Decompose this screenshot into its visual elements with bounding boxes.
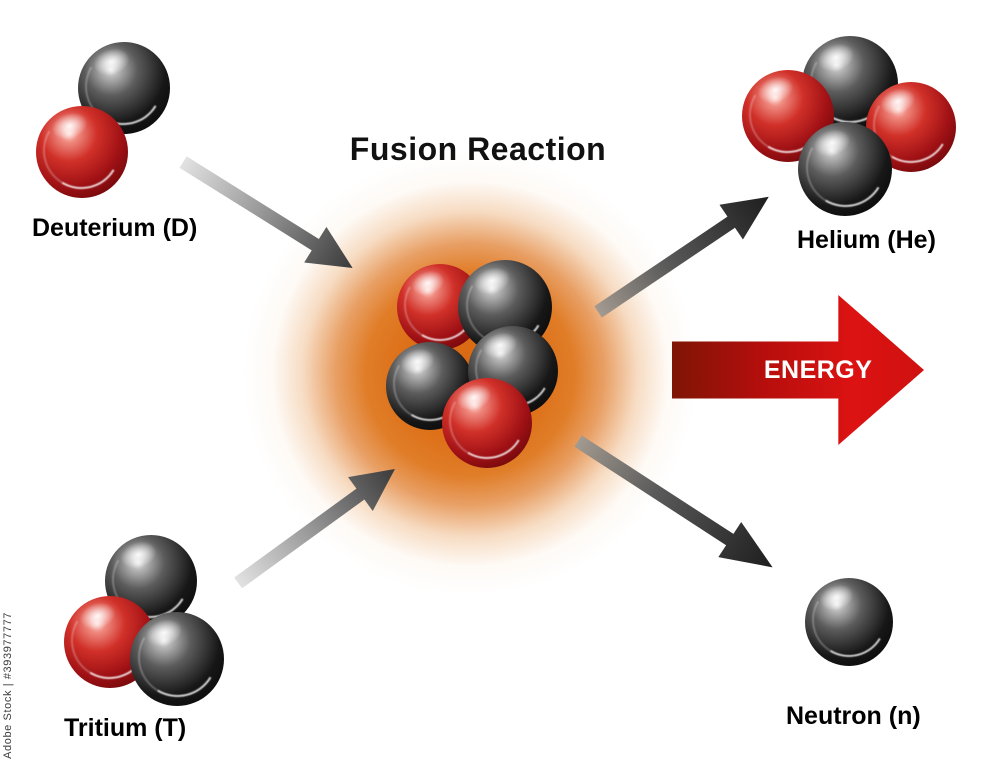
proton-sphere (442, 378, 532, 468)
deuterium-label: Deuterium (D) (32, 214, 198, 242)
energy-label: ENERGY (763, 355, 873, 384)
deuterium-cluster (30, 38, 190, 203)
energy-arrow: ENERGY (672, 295, 924, 445)
tritium-label: Tritium (T) (64, 714, 187, 742)
neutron-sphere (798, 122, 892, 216)
neutron-sphere (130, 612, 224, 706)
fusion-core-cluster (380, 255, 570, 470)
neutron-sphere (805, 578, 893, 666)
neutron-particle (805, 578, 895, 668)
diagram-title: Fusion Reaction (349, 131, 607, 167)
helium-cluster (738, 32, 963, 222)
helium-label: Helium (He) (797, 226, 936, 254)
neutron-label: Neutron (n) (786, 702, 921, 730)
tritium-cluster (60, 530, 230, 710)
stock-watermark: Adobe Stock | #393977777 (2, 612, 14, 759)
proton-sphere (36, 106, 128, 198)
